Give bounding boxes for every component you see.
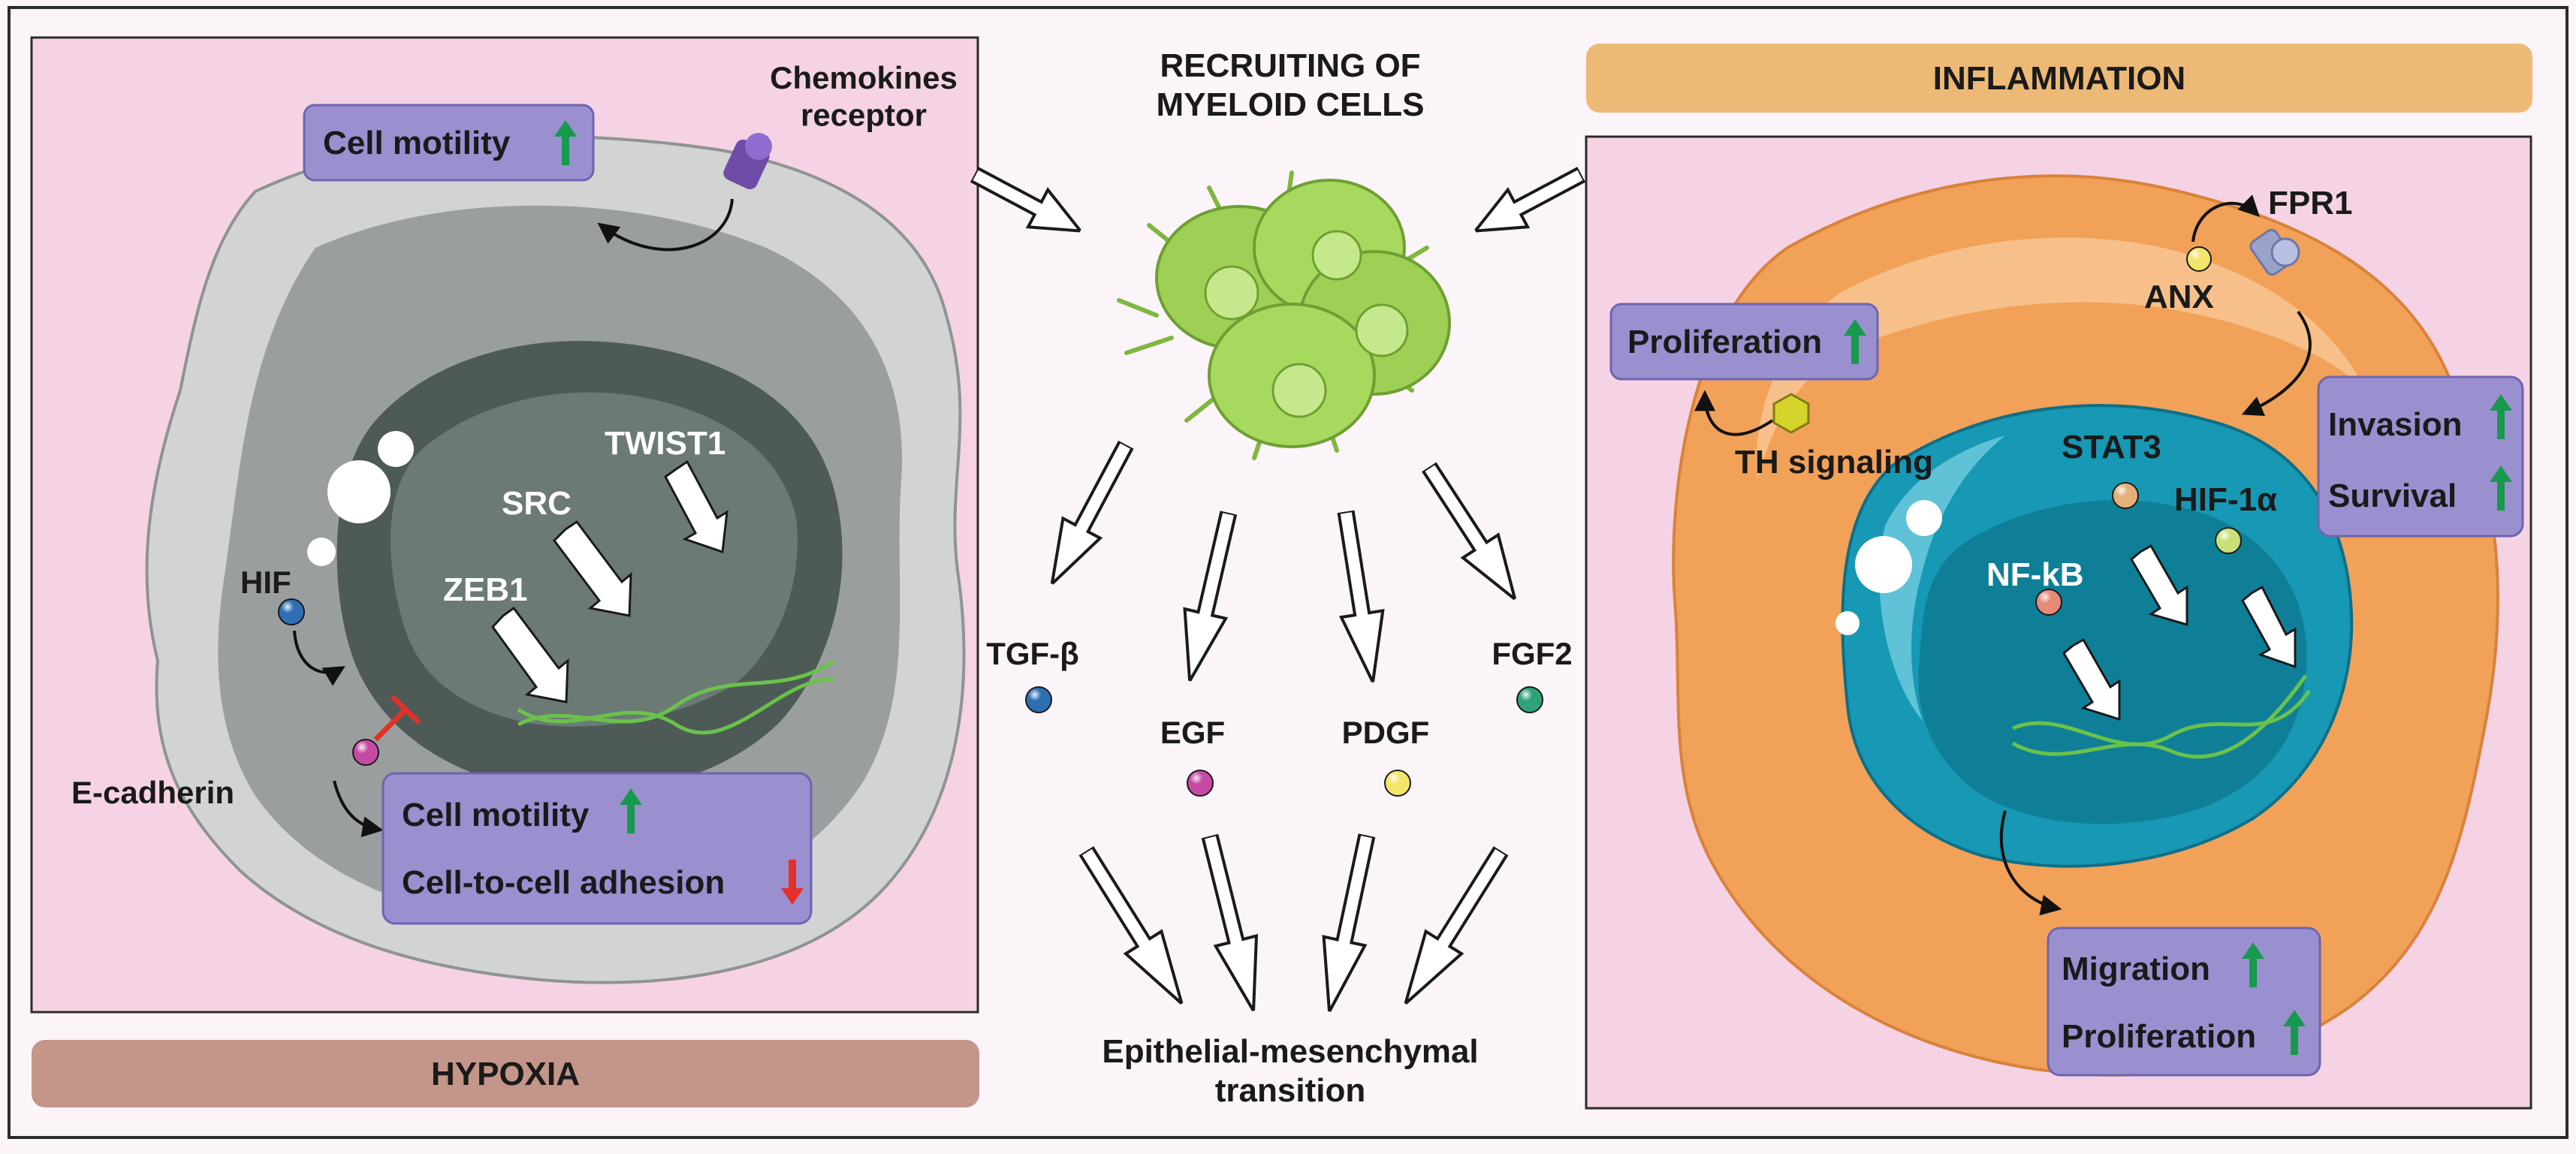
hypoxic-white-arrows: [491, 459, 728, 704]
cell-motility-top-box: Cell motility: [303, 104, 595, 182]
cell-adhesion-label: Cell-to-cell adhesion: [402, 864, 725, 901]
hypoxic-dna-helix: [517, 658, 835, 735]
tgf-beta-molecule-icon: [1025, 686, 1052, 713]
inflamed-cell-highlight: [1756, 237, 2366, 481]
hypoxia-title: HYPOXIA: [431, 1056, 580, 1092]
anx-molecule-icon: [2186, 246, 2212, 272]
inflamed-thought-bubbles: [1835, 500, 1942, 635]
inflamed-nucleus-inner: [1918, 500, 2307, 824]
src-label: SRC: [502, 485, 572, 522]
egf-molecule-icon: [1187, 770, 1214, 797]
cell-motility-adhesion-box: Cell motility Cell-to-cell adhesion: [382, 772, 813, 925]
invasion-label: Invasion: [2328, 406, 2463, 443]
inflamed-white-arrows: [2062, 544, 2297, 722]
proliferation-bottom-label: Proliferation: [2062, 1018, 2256, 1055]
cell-motility-bottom-label: Cell motility: [402, 797, 590, 833]
anx-label: ANX: [2144, 279, 2214, 315]
e-cadherin-label: E-cadherin: [71, 775, 234, 810]
cell-motility-top-label: Cell motility: [323, 125, 511, 161]
e-cadherin-molecule-icon: [352, 739, 379, 766]
hif-label: HIF: [240, 565, 291, 600]
fpr1-to-nucleus-arrow: [2241, 310, 2312, 417]
invasion-survival-box: Invasion Survival: [2317, 375, 2524, 538]
inflammation-title-bar: [1586, 44, 2532, 113]
inflamed-dna-helix: [2011, 674, 2312, 759]
hypoxic-thought-bubbles: [307, 431, 414, 566]
hypoxia-title-bar: [32, 1040, 979, 1107]
zeb1-label: ZEB1: [443, 571, 527, 608]
chemokines-receptor-icon: [723, 133, 772, 190]
migration-proliferation-box: Migration Proliferation: [2047, 927, 2321, 1077]
myeloid-cells-cluster: [1117, 170, 1451, 460]
pdgf-label: PDGF: [1342, 715, 1430, 750]
inhibition-icon: [373, 695, 421, 742]
stat3-label: STAT3: [2062, 429, 2161, 466]
hif-arrow: [293, 630, 345, 686]
proliferation-top-label: Proliferation: [1627, 324, 1822, 360]
th-signaling-label: TH signaling: [1735, 444, 1933, 481]
e-cadherin-arrow: [333, 780, 384, 838]
fgf2-molecule-icon: [1516, 686, 1543, 713]
inflammation-panel: INFLAMMATION FPR1 ANX: [1585, 44, 2532, 1110]
th-to-proliferation-arrow: [1694, 390, 1774, 436]
twist1-label: TWIST1: [605, 425, 725, 462]
tgf-beta-label: TGF-β: [986, 636, 1079, 671]
hif1a-molecule-icon: [2215, 527, 2242, 554]
receptor-to-motility-arrow: [597, 198, 734, 252]
pdgf-molecule-icon: [1384, 770, 1411, 797]
proliferation-top-box: Proliferation: [1609, 303, 1879, 381]
outer-frame: [8, 6, 2568, 1139]
survival-label: Survival: [2328, 478, 2457, 514]
egf-label: EGF: [1160, 715, 1225, 750]
fgf2-label: FGF2: [1492, 636, 1572, 671]
fpr1-label: FPR1: [2268, 185, 2352, 221]
hif1a-label: HIF-1α: [2174, 481, 2277, 518]
fpr1-receptor-icon: [2249, 228, 2300, 276]
anx-to-fpr1-arrow: [2191, 194, 2260, 243]
nfkb-label: NF-kB: [1986, 556, 2084, 593]
hif-molecule-icon: [278, 598, 305, 625]
th-signaling-icon: [1772, 393, 1810, 434]
migration-label: Migration: [2062, 951, 2210, 987]
inflammation-title: INFLAMMATION: [1933, 60, 2185, 97]
myeloid-nuclei: [1204, 230, 1409, 418]
nucleus-to-migration-arrow: [1999, 810, 2062, 916]
nfkb-molecule-icon: [2035, 589, 2062, 616]
stat3-molecule-icon: [2112, 482, 2139, 509]
